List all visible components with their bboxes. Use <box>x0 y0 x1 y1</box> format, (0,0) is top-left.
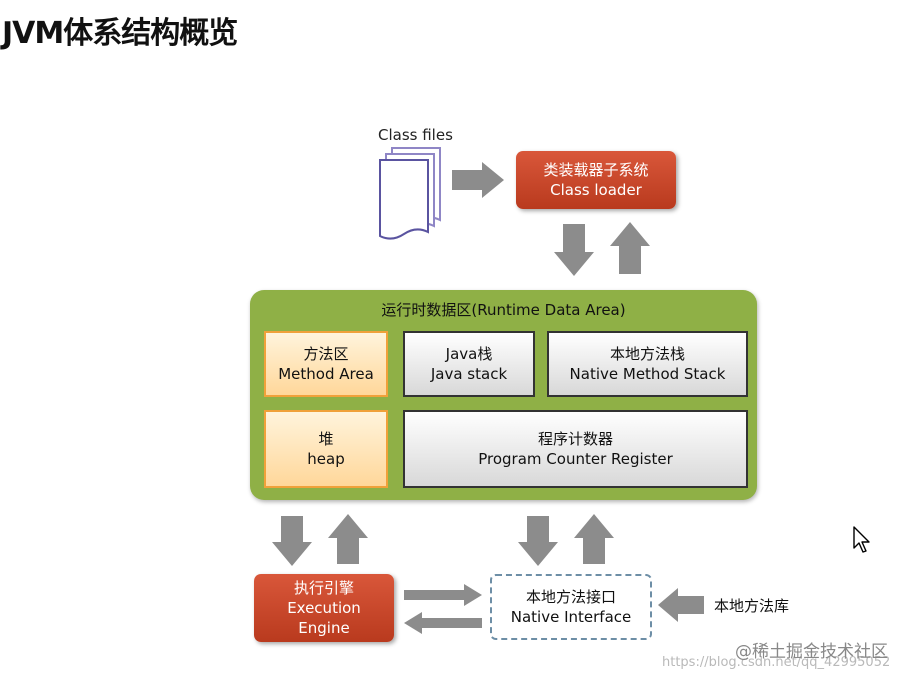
heap-zh: 堆 <box>318 430 334 448</box>
program-counter-en: Program Counter Register <box>478 450 673 468</box>
java-stack-en: Java stack <box>430 365 508 383</box>
arrow-down-runtime-to-native-interface-icon <box>518 516 558 566</box>
class-loader-en: Class loader <box>550 181 642 199</box>
class-files-icon <box>379 147 441 240</box>
method-area-zh: 方法区 <box>303 345 349 363</box>
program-counter-register-box: 程序计数器 Program Counter Register <box>403 410 748 488</box>
mouse-cursor-icon <box>853 526 870 553</box>
java-stack-zh: Java栈 <box>445 345 493 363</box>
arrow-right-engine-to-native-interface-icon <box>404 584 482 606</box>
watermark-brand: @稀土掘金技术社区 <box>735 642 888 662</box>
program-counter-zh: 程序计数器 <box>537 430 613 448</box>
arrow-left-native-interface-to-engine-icon <box>404 612 482 634</box>
arrow-up-runtime-to-loader-icon <box>610 222 650 274</box>
runtime-data-area-title: 运行时数据区(Runtime Data Area) <box>381 301 626 319</box>
native-library-label: 本地方法库 <box>714 597 790 615</box>
heap-en: heap <box>307 450 345 468</box>
execution-engine-zh: 执行引擎 <box>293 579 354 597</box>
arrow-up-engine-to-runtime-icon <box>328 514 368 564</box>
class-loader-zh: 类装载器子系统 <box>543 161 649 179</box>
native-method-stack-zh: 本地方法栈 <box>609 345 685 363</box>
native-method-stack-box: 本地方法栈 Native Method Stack <box>547 331 748 397</box>
native-interface-box: 本地方法接口 Native Interface <box>490 574 652 640</box>
method-area-en: Method Area <box>278 365 374 383</box>
class-loader-box: 类装载器子系统 Class loader <box>516 151 676 209</box>
native-interface-zh: 本地方法接口 <box>525 588 616 606</box>
java-stack-box: Java栈 Java stack <box>403 331 535 397</box>
arrow-down-runtime-to-engine-icon <box>272 516 312 566</box>
watermark-url: https://blog.csdn.net/qq_42995052 <box>662 655 891 670</box>
execution-engine-en-2: Engine <box>298 619 350 637</box>
method-area-box: 方法区 Method Area <box>264 331 388 397</box>
native-method-stack-en: Native Method Stack <box>569 365 726 383</box>
arrow-right-files-to-loader-icon <box>452 162 504 198</box>
class-files-label: Class files <box>378 126 453 144</box>
heap-box: 堆 heap <box>264 410 388 488</box>
execution-engine-box: 执行引擎 Execution Engine <box>254 574 394 642</box>
arrow-down-loader-to-runtime-icon <box>554 224 594 276</box>
arrow-up-native-interface-to-runtime-icon <box>574 514 614 564</box>
execution-engine-en-1: Execution <box>287 599 361 617</box>
native-interface-en: Native Interface <box>510 608 632 626</box>
page-title: JVM体系结构概览 <box>2 16 238 51</box>
arrow-left-library-to-native-interface-icon <box>658 588 704 622</box>
